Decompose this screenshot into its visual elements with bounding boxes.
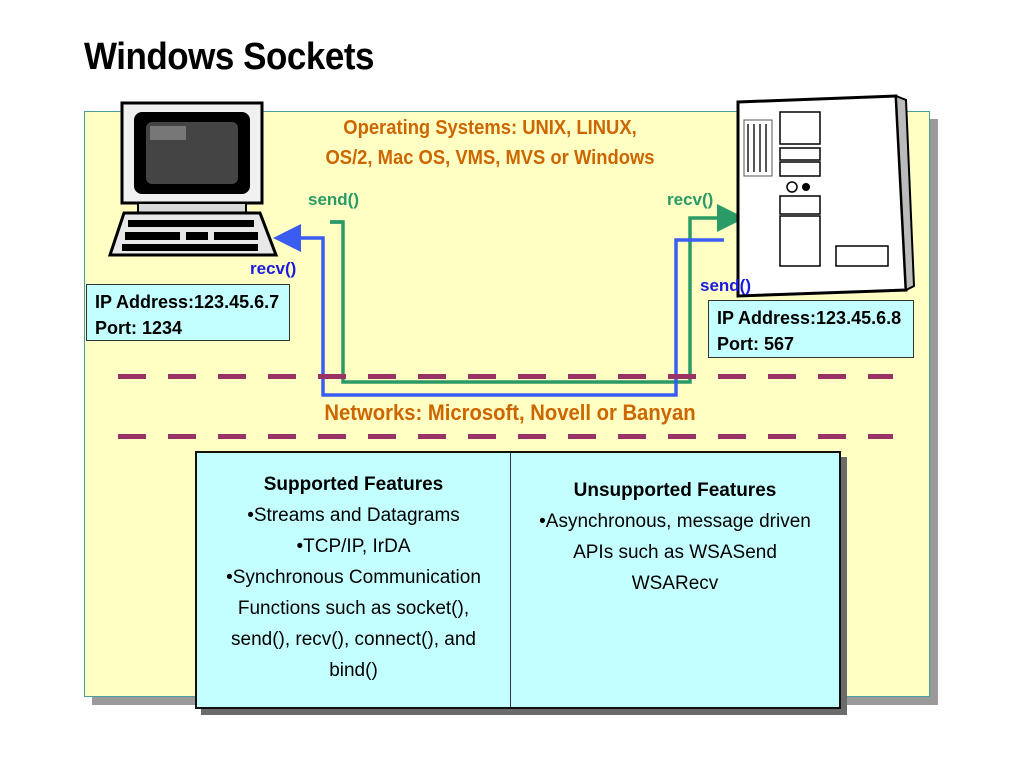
os-line-2: OS/2, Mac OS, VMS, MVS or Windows	[325, 147, 655, 169]
unsupported-line: WSARecv	[631, 573, 719, 594]
unsupported-line: •Asynchronous, message driven	[539, 511, 811, 532]
client-address-box: IP Address:123.45.6.7 Port: 1234	[86, 284, 290, 341]
unsupported-features-column: Unsupported Features •Asynchronous, mess…	[511, 453, 839, 707]
operating-systems-label: Operating Systems: UNIX, LINUX, OS/2, Ma…	[306, 113, 674, 173]
client-send-label: send()	[308, 190, 359, 209]
client-port: Port: 1234	[95, 318, 183, 338]
unsupported-line: APIs such as WSASend	[573, 542, 777, 563]
server-port: Port: 567	[717, 334, 795, 354]
server-send-label: send()	[700, 276, 751, 295]
network-label: Networks: Microsoft, Novell or Banyan	[324, 400, 696, 425]
supported-heading: Supported Features	[263, 474, 444, 495]
os-line-1: Operating Systems: UNIX, LINUX,	[343, 117, 637, 139]
supported-line: Functions such as socket(),	[237, 598, 470, 619]
supported-line: •Synchronous Communication	[226, 567, 481, 588]
slide-title: Windows Sockets	[84, 36, 375, 78]
client-computer-icon	[107, 101, 279, 257]
server-tower-icon	[736, 94, 916, 298]
recv-path-line	[273, 224, 724, 397]
client-recv-label: recv()	[250, 259, 297, 278]
unsupported-heading: Unsupported Features	[573, 480, 777, 501]
supported-line: bind()	[329, 660, 378, 681]
server-address-box: IP Address:123.45.6.8 Port: 567	[708, 300, 914, 358]
supported-line: •Streams and Datagrams	[247, 505, 460, 526]
server-recv-label: recv()	[667, 190, 714, 209]
network-divider-bottom	[118, 434, 893, 439]
supported-line: •TCP/IP, IrDA	[296, 536, 411, 557]
server-ip: IP Address:123.45.6.8	[717, 308, 902, 328]
supported-features-column: Supported Features •Streams and Datagram…	[197, 453, 511, 707]
client-ip: IP Address:123.45.6.7	[95, 292, 280, 312]
network-divider-top	[118, 374, 893, 379]
supported-line: send(), recv(), connect(), and	[231, 629, 476, 650]
features-table: Supported Features •Streams and Datagram…	[195, 451, 841, 709]
